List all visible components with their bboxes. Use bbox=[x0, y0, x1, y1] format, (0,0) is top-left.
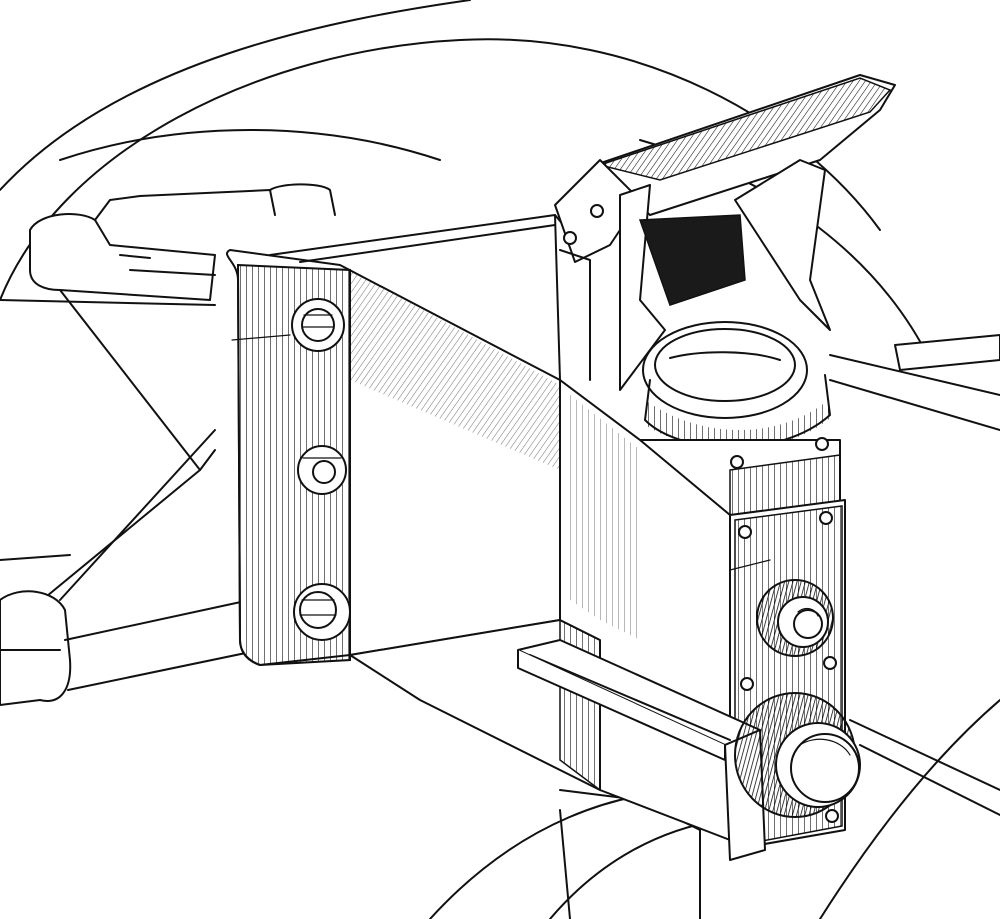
bracket-body bbox=[226, 214, 601, 792]
knob-upper bbox=[756, 579, 834, 657]
knob-lower bbox=[734, 692, 861, 818]
pivot-clamp bbox=[554, 74, 896, 516]
bracket-bolts bbox=[231, 298, 351, 641]
adjustment-knobs bbox=[734, 579, 861, 818]
base-frame bbox=[0, 183, 1000, 919]
bolt-top bbox=[291, 298, 345, 352]
bolt-bottom bbox=[293, 583, 351, 641]
bolt-middle bbox=[297, 445, 347, 495]
